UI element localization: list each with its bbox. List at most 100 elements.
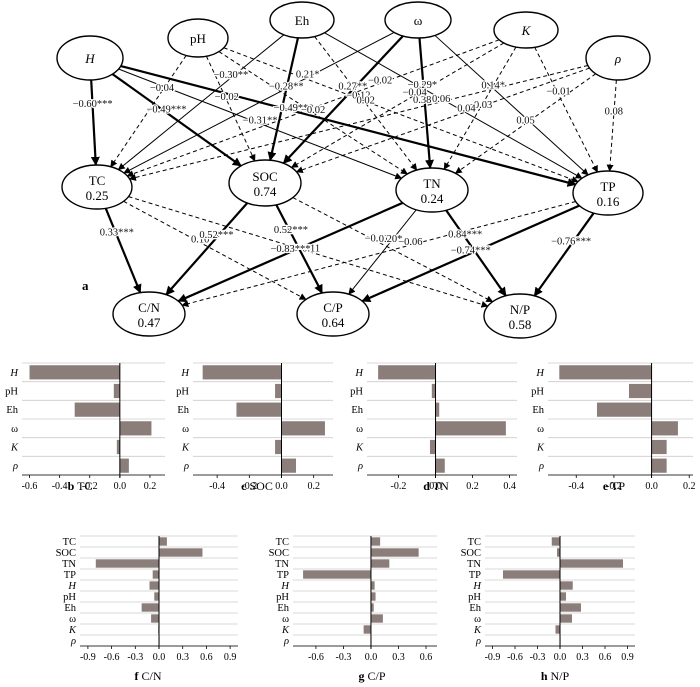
category-label: H (472, 581, 482, 592)
bar (370, 592, 376, 601)
category-label: ω (537, 424, 544, 435)
panel-title-d: d TN (423, 479, 449, 493)
category-label: ρ (12, 461, 18, 472)
x-tick-label: -0.4 (568, 481, 584, 492)
node-r2: 0.74 (254, 184, 277, 199)
node-ellipse (585, 35, 651, 81)
node-ellipse (296, 291, 370, 337)
path-coefficient-w-TN: 0.38* (413, 95, 437, 106)
panel-title-text: SOC (249, 479, 272, 493)
node-r2: 0.16 (597, 194, 620, 209)
x-tick-label: 0.4 (503, 481, 516, 492)
path-arrow-w-SOC (282, 35, 404, 165)
node-ellipse (493, 11, 559, 49)
x-tick-label: 0.0 (114, 481, 127, 492)
path-arrows (90, 31, 617, 308)
path-coefficient-Eh-SOC: −0.28** (269, 81, 304, 92)
path-coefficient-H-TP: −0.49*** (274, 103, 314, 114)
path-coefficient-rho-TN: 0.05 (516, 116, 534, 127)
path-coefficient-pH-TC: −0.04 (150, 83, 175, 94)
bar (370, 603, 374, 612)
path-coefficient-rho-TP: 0.08 (605, 107, 623, 118)
path-arrow-rho-TN (454, 73, 597, 174)
path-arrow-rho-SOC (295, 67, 590, 174)
node-label: SOC (252, 169, 277, 184)
panel-title-text: TP (611, 479, 625, 493)
category-label: TN (467, 559, 481, 570)
node-ellipse (167, 18, 229, 58)
category-label: SOC (269, 548, 289, 559)
x-tick-label: 0.0 (153, 652, 166, 663)
path-arrow-K-TN (443, 46, 517, 170)
category-label: Eh (6, 405, 18, 416)
path-arrow-H-SOC (111, 73, 242, 167)
path-coefficient-SOC-CP: 0.52*** (274, 225, 308, 236)
path-coefficient-K-TP: −0.01 (546, 87, 570, 98)
category-label: ω (474, 614, 481, 625)
node-ellipse (112, 291, 186, 337)
x-tick-label: -0.2 (82, 481, 98, 492)
bar (429, 439, 436, 455)
bar (159, 548, 203, 557)
path-arrow-H-TN (118, 68, 403, 180)
category-label: ρ (283, 636, 289, 647)
category-label: ω (69, 614, 76, 625)
bar (281, 421, 325, 436)
path-arrow-TN-NP (445, 209, 507, 297)
node-w: ω (384, 1, 452, 39)
bar (628, 383, 652, 399)
path-arrow-TP-CP (361, 204, 580, 303)
bar (303, 570, 371, 579)
path-coefficient-H-TC: −0.60*** (73, 99, 113, 110)
panel-letter: f (134, 669, 139, 683)
path-coefficient-TN-CN: −0.83*** (270, 244, 310, 255)
node-label: TP (600, 179, 615, 194)
node-CN: C/N0.47 (112, 291, 186, 337)
category-label: K (281, 625, 290, 636)
category-label: TP (469, 570, 481, 581)
path-arrow-Eh-TN (314, 36, 418, 171)
path-arrow-K-TC (126, 39, 500, 178)
bar (113, 383, 120, 399)
x-tick-label: 0.6 (200, 652, 213, 663)
category-label: ρ (475, 636, 481, 647)
x-tick-label: -0.2 (391, 481, 407, 492)
category-label: K (536, 443, 545, 454)
node-label: ω (414, 13, 423, 28)
path-coefficient-K-SOC: −0.04 (403, 87, 428, 98)
bar (370, 537, 381, 546)
path-arrow-w-TC (123, 31, 395, 174)
x-tick-label: 0.2 (307, 481, 320, 492)
path-coefficient-TN-CP: 0.20* (379, 234, 403, 245)
category-label: H (535, 368, 545, 379)
panel-title-text: N/P (551, 669, 570, 683)
panel-letter: b (68, 479, 75, 493)
node-label: C/P (323, 300, 343, 315)
path-arrow-pH-TC (110, 55, 187, 168)
category-label: TP (277, 570, 289, 581)
panel-letter: h (541, 669, 548, 683)
category-label: TP (64, 570, 76, 581)
x-tick-label: 0.2 (683, 481, 696, 492)
path-coefficient-w-SOC: 0.27** (338, 81, 367, 92)
node-label: Eh (295, 13, 310, 28)
bar (141, 603, 159, 612)
node-label: TN (423, 176, 441, 191)
category-label: ρ (70, 636, 76, 647)
category-label: pH (468, 592, 481, 603)
bar (154, 592, 159, 601)
node-rho: ρ (585, 35, 651, 81)
path-arrow-Eh-TP (324, 32, 583, 179)
bar (557, 548, 560, 557)
category-label: pH (176, 387, 189, 398)
path-coefficient-rho-SOC: 0.04 (457, 104, 476, 115)
node-TC: TC0.25 (61, 164, 133, 210)
path-arrow-rho-TP (606, 79, 617, 172)
category-label: pH (531, 387, 544, 398)
